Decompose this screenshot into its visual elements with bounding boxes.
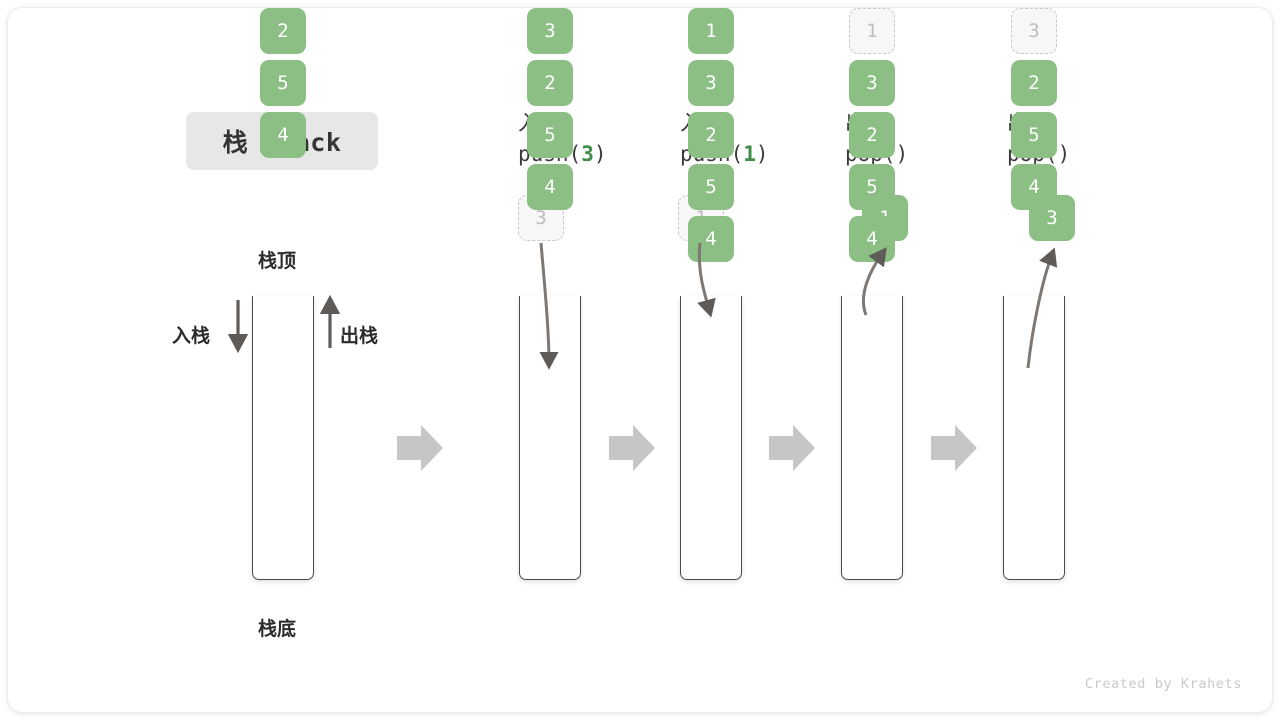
stack-block: 4	[260, 112, 306, 158]
stack-block: 5	[849, 164, 895, 210]
stack-block: 5	[1011, 112, 1057, 158]
stack-slots: 2 5 4	[252, 8, 314, 292]
vacated-block: 1	[849, 8, 895, 54]
stack-block: 2	[260, 8, 306, 54]
stack-container	[841, 296, 903, 580]
stack-slots: 1 3 2 5 4	[680, 8, 742, 292]
stack-block: 4	[849, 216, 895, 262]
stack-block: 5	[260, 60, 306, 106]
stack-block: 5	[527, 112, 573, 158]
stack-block: 4	[688, 216, 734, 262]
stack-block: 3	[688, 60, 734, 106]
vacated-block: 3	[1011, 8, 1057, 54]
stack-block: 2	[527, 60, 573, 106]
stack-container	[1003, 296, 1065, 580]
stack-block: 5	[688, 164, 734, 210]
stack-slots: 3 2 5 4	[1003, 8, 1065, 292]
stack-block: 3	[849, 60, 895, 106]
footer-credit: Created by Krahets	[1084, 676, 1242, 692]
stack-block: 2	[688, 112, 734, 158]
stack-container	[519, 296, 581, 580]
stack-block: 4	[1011, 164, 1057, 210]
push-direction-label: 入栈	[172, 325, 211, 347]
stack-block: 1	[688, 8, 734, 54]
stack-block: 2	[1011, 60, 1057, 106]
pop-direction-label: 出栈	[340, 325, 379, 347]
stack-container	[252, 296, 314, 580]
stack-block: 3	[527, 8, 573, 54]
stack-bottom-label: 栈底	[258, 618, 297, 640]
stack-block: 4	[527, 164, 573, 210]
stack-top-label: 栈顶	[258, 250, 297, 272]
stack-slots: 3 2 5 4	[519, 8, 581, 292]
stack-container	[680, 296, 742, 580]
stack-slots: 1 3 2 5 4	[841, 8, 903, 292]
stack-block: 2	[849, 112, 895, 158]
